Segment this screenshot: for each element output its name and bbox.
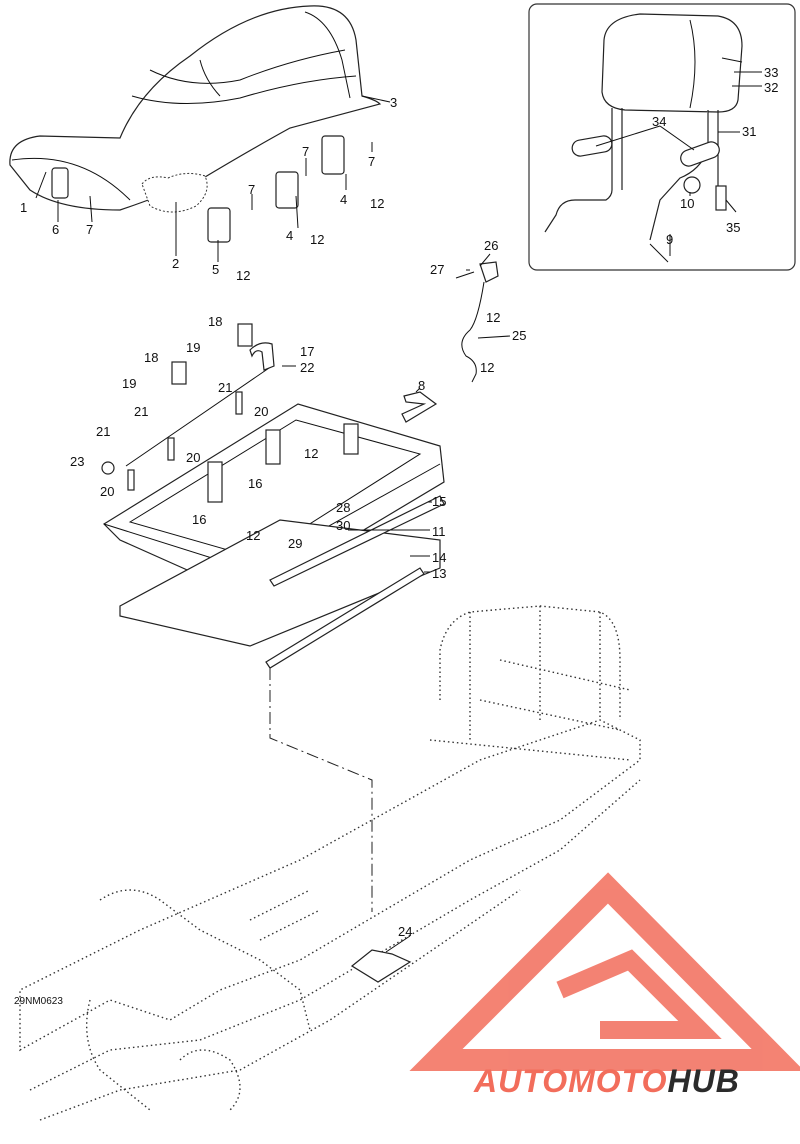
diagram-code: 29NM0623 <box>14 996 63 1007</box>
guide-line <box>269 668 373 912</box>
callout-27: 27 <box>430 262 444 277</box>
callout-12a: 12 <box>236 268 250 283</box>
callout-1: 1 <box>20 200 27 215</box>
callout-12f: 12 <box>304 446 318 461</box>
callout-35: 35 <box>726 220 740 235</box>
tether-cable <box>455 261 499 383</box>
callout-25: 25 <box>512 328 526 343</box>
callout-labels: 1 2 3 4 4 5 6 7 7 7 7 8 9 10 11 12 12 12… <box>20 65 778 939</box>
callout-5: 5 <box>212 262 219 277</box>
callout-19a: 19 <box>186 340 200 355</box>
callout-7d: 7 <box>368 154 375 169</box>
callout-20c: 20 <box>100 484 114 499</box>
callout-20b: 20 <box>186 450 200 465</box>
callout-16a: 16 <box>248 476 262 491</box>
callout-12g: 12 <box>246 528 260 543</box>
callout-12d: 12 <box>486 310 500 325</box>
seat-cushion <box>9 5 382 211</box>
callout-12b: 12 <box>310 232 324 247</box>
chassis-frame <box>19 605 641 1121</box>
mounting-rail <box>265 567 425 669</box>
tool-wrench <box>401 391 438 423</box>
callout-22: 22 <box>300 360 314 375</box>
callout-14: 14 <box>432 550 446 565</box>
callout-16b: 16 <box>192 512 206 527</box>
callout-21b: 21 <box>134 404 148 419</box>
callout-20a: 20 <box>254 404 268 419</box>
callout-2: 2 <box>172 256 179 271</box>
callout-21c: 21 <box>96 424 110 439</box>
callout-19b: 19 <box>122 376 136 391</box>
callout-18a: 18 <box>208 314 222 329</box>
callout-17: 17 <box>300 344 314 359</box>
callout-9: 9 <box>666 232 673 247</box>
callout-29: 29 <box>288 536 302 551</box>
seat-patch <box>141 172 208 213</box>
callout-10: 10 <box>680 196 694 211</box>
callout-34: 34 <box>652 114 666 129</box>
backrest-frame-tubes <box>544 108 737 263</box>
callout-13: 13 <box>432 566 446 581</box>
brand-wordmark: AUTOMOTOHUB <box>473 1063 740 1099</box>
callout-4b: 4 <box>340 192 347 207</box>
callout-12c: 12 <box>370 196 384 211</box>
callout-31: 31 <box>742 124 756 139</box>
callout-3: 3 <box>390 95 397 110</box>
callout-24: 24 <box>398 924 412 939</box>
callout-8: 8 <box>418 378 425 393</box>
callout-15: 15 <box>432 494 446 509</box>
callout-6: 6 <box>52 222 59 237</box>
callout-33: 33 <box>764 65 778 80</box>
callout-32: 32 <box>764 80 778 95</box>
backrest-pad <box>601 13 743 113</box>
leader-lines <box>35 71 762 953</box>
seat-hinges <box>51 135 345 243</box>
chassis-plate <box>350 949 412 983</box>
callout-26: 26 <box>484 238 498 253</box>
callout-21a: 21 <box>218 380 232 395</box>
latch-rod <box>101 323 275 491</box>
upper-rail <box>269 495 445 587</box>
callout-23: 23 <box>70 454 84 469</box>
callout-7b: 7 <box>248 182 255 197</box>
callout-12e: 12 <box>480 360 494 375</box>
seat-base-tray <box>103 403 445 599</box>
callout-28: 28 <box>336 500 350 515</box>
callout-30: 30 <box>336 518 350 533</box>
automotohub-logo <box>409 872 800 1071</box>
callout-7c: 7 <box>302 144 309 159</box>
callout-11: 11 <box>432 524 446 539</box>
callout-4a: 4 <box>286 228 293 243</box>
callout-18b: 18 <box>144 350 158 365</box>
callout-7a: 7 <box>86 222 93 237</box>
